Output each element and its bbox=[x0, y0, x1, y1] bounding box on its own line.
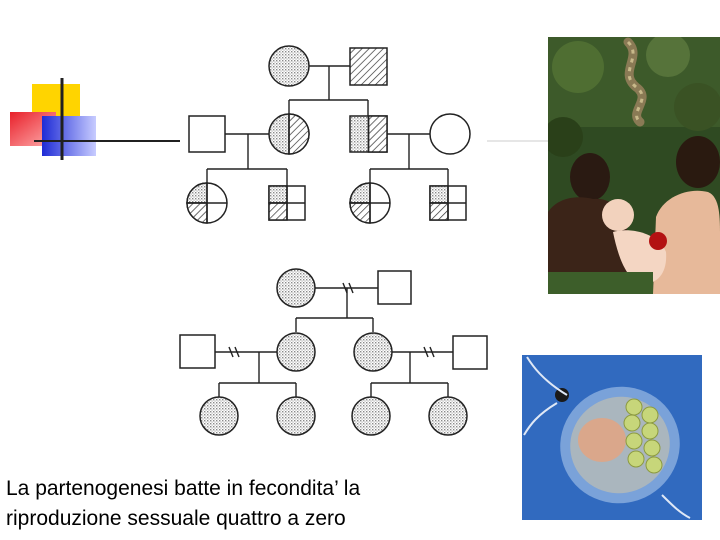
pedigree-female-half-hatched bbox=[268, 113, 310, 155]
daphnia-water-flea-with-eggs-photo bbox=[522, 355, 702, 520]
mondrian-squares-icon bbox=[0, 0, 190, 170]
pedigree-male-quarter-pattern bbox=[429, 185, 467, 221]
pedigree-female-stippled bbox=[276, 268, 316, 308]
caption-line-2: riproduzione sessuale quattro a zero bbox=[6, 507, 346, 530]
pedigree-male-unaffected bbox=[179, 334, 216, 369]
pedigree-female-quarter-pattern bbox=[349, 182, 391, 224]
pedigree-female-stippled bbox=[268, 45, 310, 87]
slide-caption: La partenogenesi batte in fecondita’ la … bbox=[6, 474, 506, 534]
pedigree-female-stippled bbox=[276, 332, 316, 372]
pedigree-male-half-hatched bbox=[349, 115, 388, 153]
pedigree-female-stippled bbox=[199, 396, 239, 436]
pedigree-female-stippled bbox=[276, 396, 316, 436]
pedigree-male-quarter-pattern bbox=[268, 185, 306, 221]
pedigree-male-unaffected bbox=[188, 115, 226, 153]
pedigree-female-stippled bbox=[428, 396, 468, 436]
pedigree-female-stippled bbox=[353, 332, 393, 372]
pedigree-male-unaffected bbox=[452, 335, 488, 370]
pedigree-female-stippled bbox=[351, 396, 391, 436]
caption-line-1: La partenogenesi batte in fecondita’ la bbox=[6, 477, 361, 500]
pedigree-female-quarter-pattern bbox=[186, 182, 228, 224]
pedigree-male-hatched bbox=[349, 47, 388, 86]
pedigree-female-unaffected bbox=[429, 113, 471, 155]
pedigree-male-unaffected bbox=[377, 270, 412, 305]
adam-eve-snake-apple-photo bbox=[548, 37, 720, 294]
